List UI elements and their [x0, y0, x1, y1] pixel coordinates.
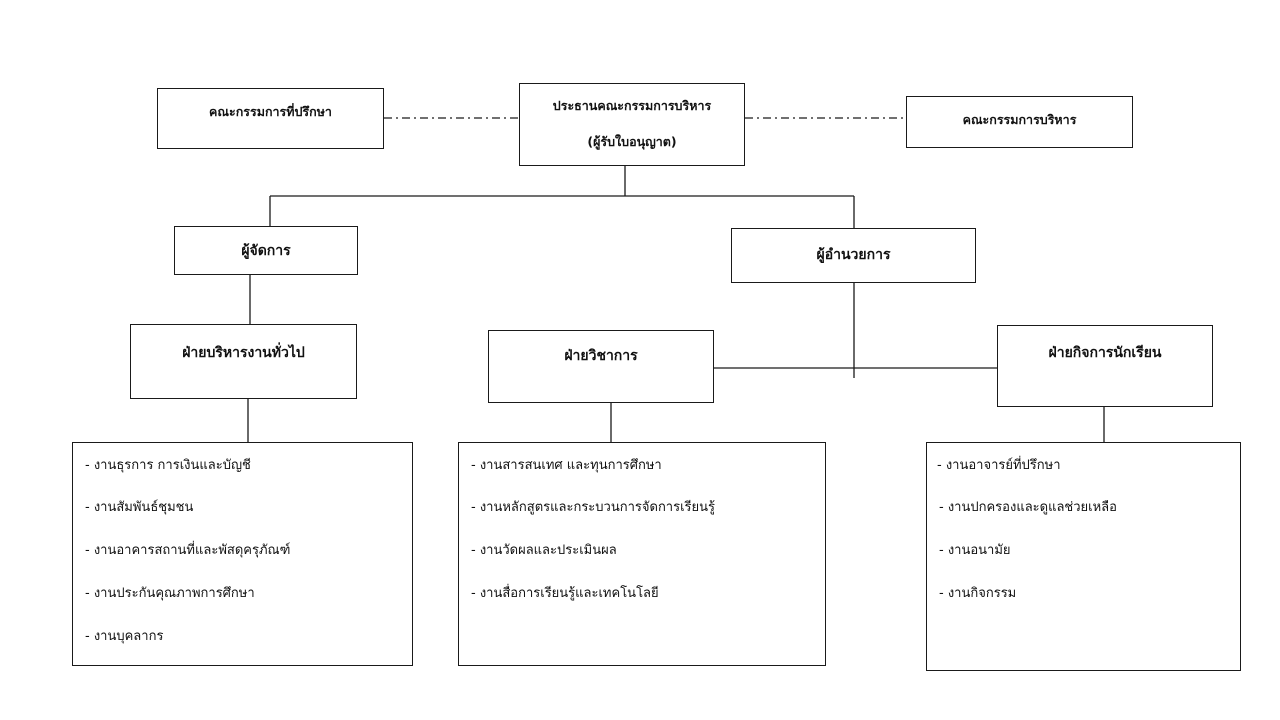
list-item: - งานอนามัย — [939, 543, 1011, 558]
advisory-board-box: คณะกรรมการที่ปรึกษา — [157, 88, 384, 149]
manager-label: ผู้จัดการ — [241, 243, 291, 259]
chairman-subtitle: (ผู้รับใบอนุญาต) — [587, 134, 677, 149]
executive-board-box: คณะกรรมการบริหาร — [906, 96, 1133, 148]
list-item: - งานบุคลากร — [85, 629, 164, 644]
list-item: - งานกิจกรรม — [939, 586, 1017, 601]
general-admin-dept-label: ฝ่ายบริหารงานทั่วไป — [182, 345, 305, 361]
general-admin-tasks-box: - งานธุรการ การเงินและบัญชี - งานสัมพันธ… — [72, 442, 413, 666]
list-item: - งานสารสนเทศ และทุนการศึกษา — [471, 458, 662, 473]
list-item: - งานอาจารย์ที่ปรึกษา — [937, 458, 1061, 473]
manager-box: ผู้จัดการ — [174, 226, 358, 275]
chairman-title: ประธานคณะกรรมการบริหาร — [552, 98, 712, 113]
general-admin-dept-box: ฝ่ายบริหารงานทั่วไป — [130, 324, 357, 399]
student-affairs-tasks-box: - งานอาจารย์ที่ปรึกษา - งานปกครองและดูแล… — [926, 442, 1241, 671]
list-item: - งานหลักสูตรและกระบวนการจัดการเรียนรู้ — [471, 500, 716, 515]
director-box: ผู้อำนวยการ — [731, 228, 976, 283]
advisory-board-label: คณะกรรมการที่ปรึกษา — [209, 104, 332, 119]
chairman-box: ประธานคณะกรรมการบริหาร (ผู้รับใบอนุญาต) — [519, 83, 745, 166]
academic-dept-label: ฝ่ายวิชาการ — [564, 348, 638, 364]
executive-board-label: คณะกรรมการบริหาร — [962, 112, 1077, 127]
student-affairs-dept-label: ฝ่ายกิจการนักเรียน — [1048, 345, 1162, 361]
list-item: - งานประกันคุณภาพการศึกษา — [85, 586, 255, 601]
list-item: - งานวัดผลและประเมินผล — [471, 543, 617, 558]
list-item: - งานสัมพันธ์ชุมชน — [85, 500, 194, 515]
academic-tasks-box: - งานสารสนเทศ และทุนการศึกษา - งานหลักสู… — [458, 442, 826, 666]
list-item: - งานสื่อการเรียนรู้และเทคโนโลยี — [471, 586, 659, 601]
list-item: - งานอาคารสถานที่และพัสดุครุภัณฑ์ — [85, 543, 291, 558]
list-item: - งานธุรการ การเงินและบัญชี — [85, 458, 251, 473]
list-item: - งานปกครองและดูแลช่วยเหลือ — [939, 500, 1117, 515]
director-label: ผู้อำนวยการ — [816, 247, 891, 263]
student-affairs-dept-box: ฝ่ายกิจการนักเรียน — [997, 325, 1213, 407]
academic-dept-box: ฝ่ายวิชาการ — [488, 330, 714, 403]
